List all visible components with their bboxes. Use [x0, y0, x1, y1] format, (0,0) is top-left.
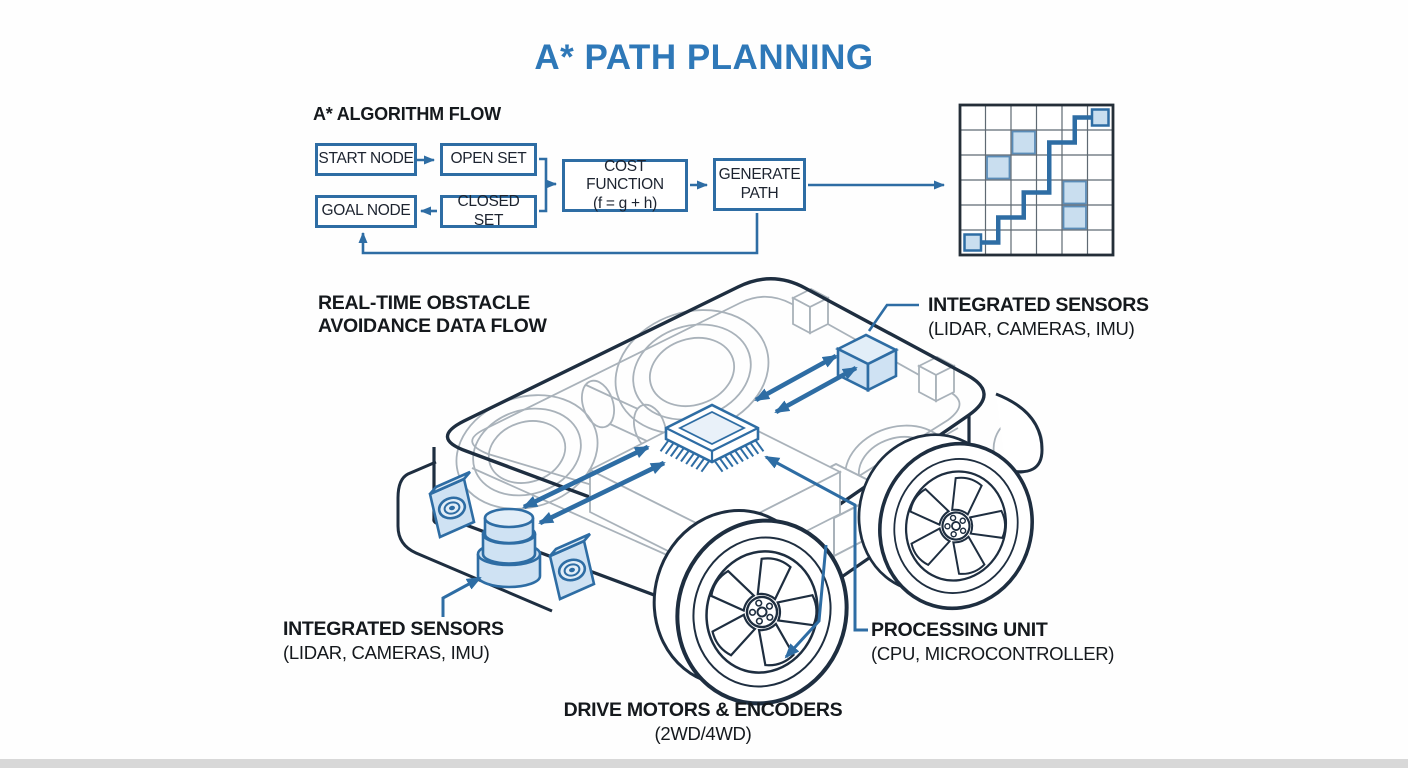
label-drive-motors: DRIVE MOTORS & ENCODERS (2WD/4WD) — [553, 699, 853, 745]
goal-marker — [1090, 108, 1110, 127]
chip-die — [677, 410, 747, 446]
label-subtitle: (LIDAR, CAMERAS, IMU) — [283, 642, 490, 663]
grid-border — [958, 103, 1115, 257]
flow-node-label: OPEN SET — [450, 150, 527, 168]
grid-obstacle — [986, 155, 1011, 180]
leader-motor-to-wheel — [784, 544, 828, 659]
path-grid — [958, 103, 1115, 257]
flow-node-goal-node: GOAL NODE — [315, 195, 417, 228]
flow-node-label: START NODE — [318, 150, 414, 168]
grid-obstacle — [1062, 180, 1087, 205]
inner-deck-edge — [471, 295, 961, 533]
camera-left — [428, 470, 476, 539]
label-integrated-sensors-bottom: INTEGRATED SENSORS (LIDAR, CAMERAS, IMU) — [283, 618, 504, 664]
front-bumper-step — [396, 460, 553, 613]
astar-path — [972, 115, 1101, 245]
data-flow-arrows — [441, 303, 919, 659]
flow-node-label: PATH — [740, 184, 779, 202]
leader-sensors-top — [867, 303, 919, 332]
arrow-chip-sensors-2 — [538, 460, 666, 526]
rim-box-rear — [792, 288, 829, 334]
flow-node-start-node: START NODE — [315, 143, 417, 176]
flow-node-closed-set: CLOSED SET — [440, 193, 537, 229]
start-marker — [963, 233, 983, 252]
flowchart-connectors — [358, 155, 945, 255]
chip-pins — [659, 439, 765, 473]
rear-right-fender — [995, 392, 1044, 474]
page-title: A* PATH PLANNING — [534, 38, 874, 77]
flow-node-label: GOAL NODE — [321, 202, 411, 220]
arrow-chip-imu-2 — [774, 365, 858, 415]
leader-sensors-bottom — [441, 576, 482, 617]
flow-node-label: GENERATE — [718, 166, 801, 184]
grid-obstacle — [1062, 205, 1087, 230]
heading-line: AVOIDANCE DATA FLOW — [318, 315, 547, 337]
label-subtitle: (CPU, MICROCONTROLLER) — [871, 643, 1115, 664]
arrow-loop-to-goal — [358, 213, 759, 255]
cpu-chip — [659, 403, 765, 473]
flow-node-generate-path: GENERATE PATH — [713, 158, 806, 211]
bracket-open-closed — [539, 157, 548, 213]
camera-right — [548, 532, 596, 601]
flow-node-cost-function: COST FUNCTION (f = g + h) — [562, 158, 688, 212]
label-subtitle: (LIDAR, CAMERAS, IMU) — [928, 318, 1135, 339]
label-processing-unit: PROCESSING UNIT (CPU, MICROCONTROLLER) — [871, 619, 1114, 665]
grid-obstacle — [1011, 130, 1036, 155]
imu-sensor-box — [835, 333, 899, 393]
flow-node-open-set: OPEN SET — [440, 143, 537, 176]
rear-axle-motor — [581, 379, 667, 453]
flow-node-label: COST FUNCTION — [586, 158, 664, 194]
flowchart-heading: A* ALGORITHM FLOW — [313, 104, 501, 124]
label-title: DRIVE MOTORS & ENCODERS — [563, 699, 843, 721]
label-title: PROCESSING UNIT — [871, 619, 1048, 641]
flow-node-label: CLOSED SET — [457, 193, 520, 229]
label-title: INTEGRATED SENSORS — [283, 618, 504, 640]
label-integrated-sensors-top: INTEGRATED SENSORS (LIDAR, CAMERAS, IMU) — [928, 294, 1149, 340]
heading-line: REAL-TIME OBSTACLE — [318, 292, 530, 314]
label-title: INTEGRATED SENSORS — [928, 294, 1149, 316]
label-subtitle: (2WD/4WD) — [654, 723, 752, 744]
flow-node-sublabel: (f = g + h) — [593, 194, 657, 212]
lidar-sensor — [476, 507, 542, 589]
leader-processing-to-chip — [764, 455, 868, 632]
realtime-flow-heading: REAL-TIME OBSTACLE AVOIDANCE DATA FLOW — [318, 292, 547, 338]
bottom-strip — [0, 759, 1408, 768]
